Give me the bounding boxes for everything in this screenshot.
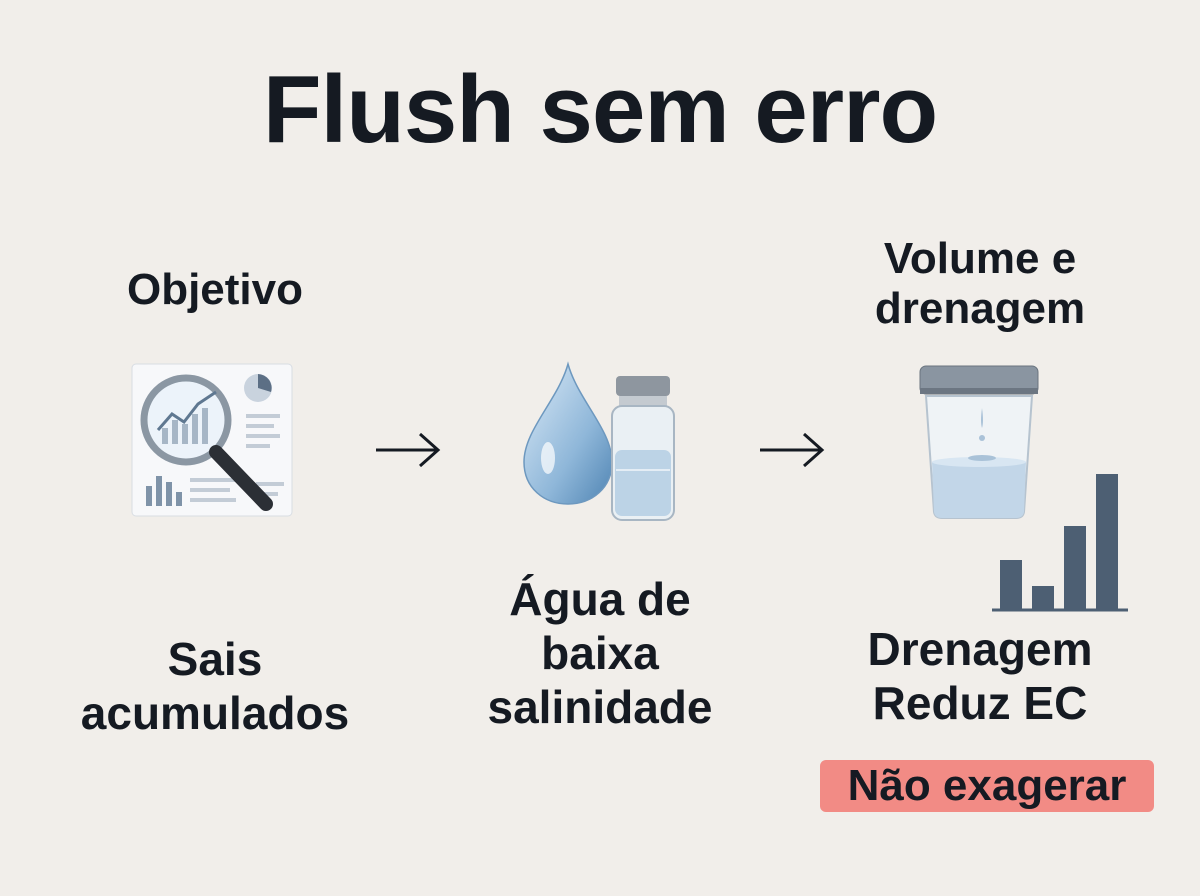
step3-label: Drenagem Reduz EC (867, 623, 1093, 729)
arrow-right-icon (376, 432, 441, 468)
bar-chart-icon (992, 474, 1128, 612)
measuring-cup-icon (919, 365, 1039, 519)
warning-badge: Não exagerar (820, 760, 1154, 812)
magnifier-report-icon (131, 363, 293, 517)
water-drop-vial-icon (523, 361, 675, 521)
step2-label: Água de baixa salinidade (487, 573, 713, 733)
step1-heading: Objetivo (126, 265, 304, 314)
step1-label: Sais acumulados (80, 633, 350, 739)
step3-heading: Volume e drenagem (874, 234, 1086, 333)
arrow-right-icon (760, 432, 825, 468)
page-title: Flush sem erro (262, 56, 938, 163)
